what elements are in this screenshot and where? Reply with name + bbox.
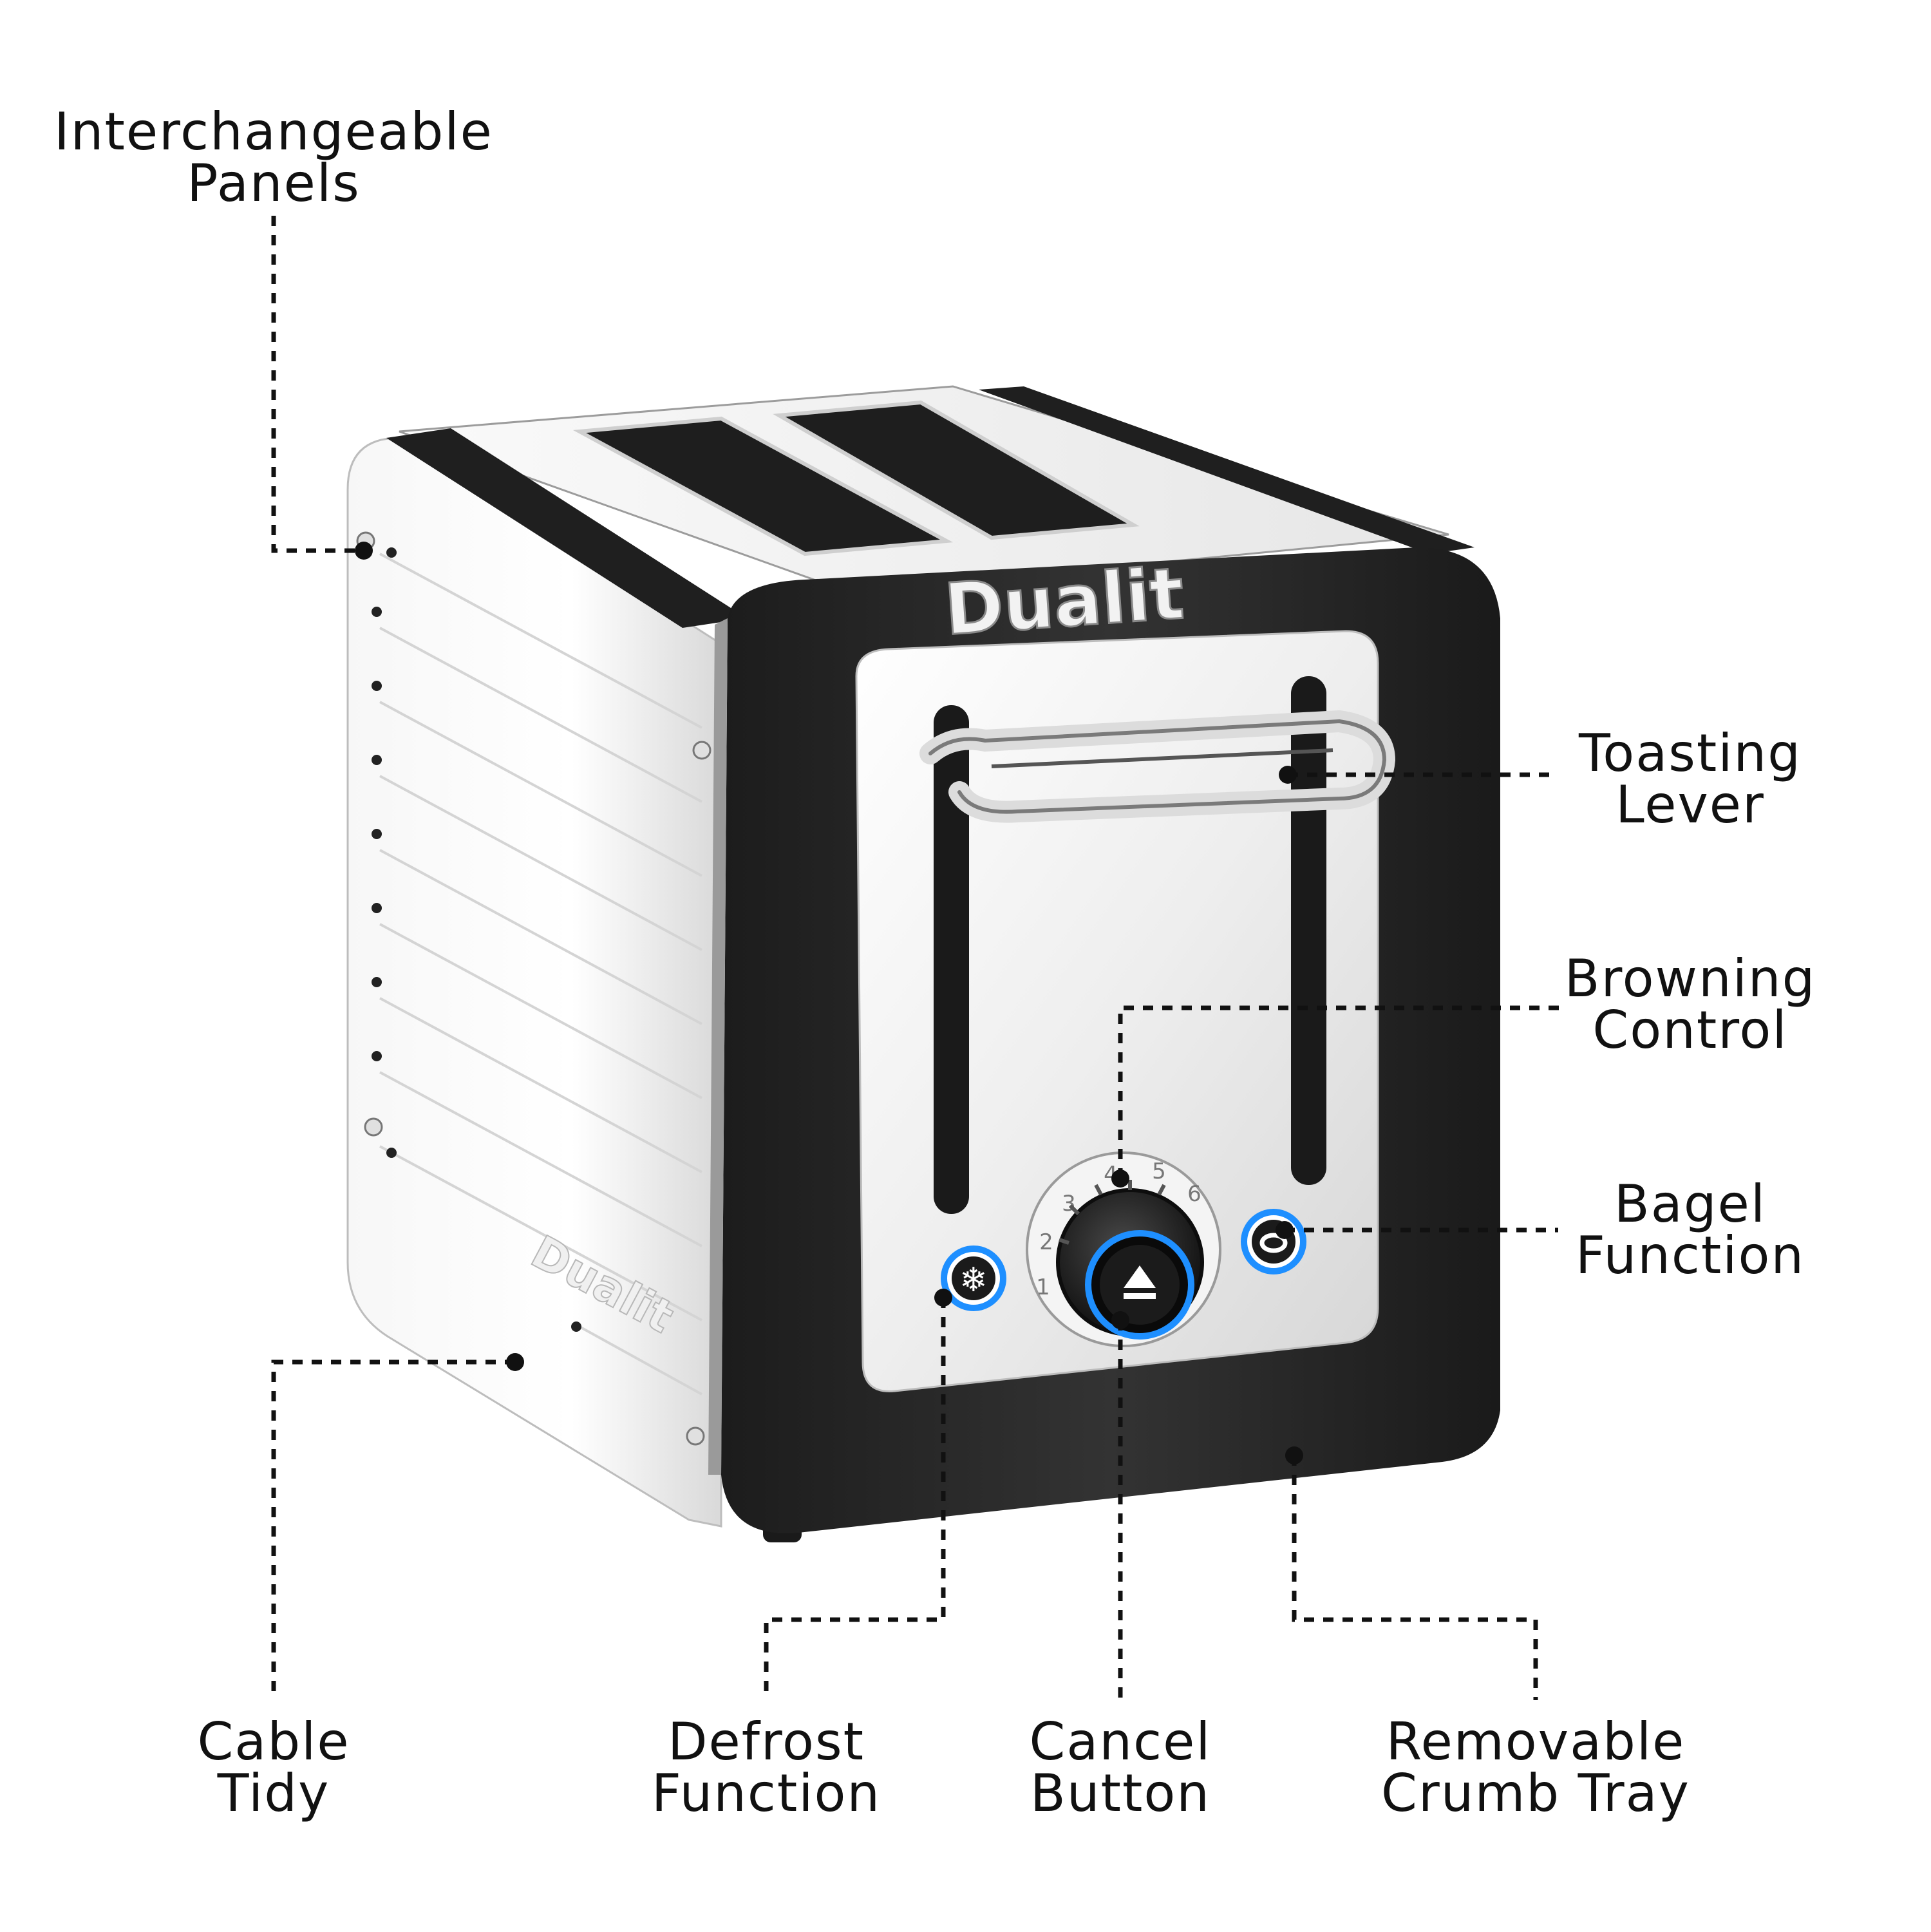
- callout-removable-crumb-tray: Removable Crumb Tray: [1381, 1716, 1690, 1819]
- lever-slot: [934, 705, 969, 1214]
- toasting-lever[interactable]: [919, 710, 1396, 823]
- side-panel: [346, 437, 722, 1528]
- callout-line: Cancel: [1029, 1712, 1212, 1772]
- dial-number: 6: [1187, 1181, 1201, 1207]
- leader-cable: [271, 1359, 515, 1700]
- callout-line: Panels: [187, 153, 361, 213]
- front-logo: Dualit: [942, 552, 1187, 651]
- dial-number: 5: [1152, 1159, 1166, 1184]
- side-ribs: [379, 553, 702, 1396]
- rib-holes: [372, 547, 581, 1332]
- bread-slot: [773, 400, 1140, 540]
- bagel-button[interactable]: [1241, 1209, 1306, 1274]
- front-plate: [855, 630, 1379, 1392]
- callout-browning-control: Browning Control: [1565, 953, 1816, 1056]
- top-band-right: [979, 386, 1474, 554]
- defrost-button[interactable]: ❄: [941, 1245, 1006, 1311]
- leader-defrost: [764, 1298, 946, 1700]
- top-band-left: [386, 428, 747, 628]
- callout-line: Function: [651, 1763, 881, 1823]
- callout-line: Button: [1030, 1763, 1210, 1823]
- callout-line: Removable: [1386, 1712, 1686, 1772]
- dial-number: 3: [1062, 1191, 1076, 1217]
- callout-line: Control: [1592, 1000, 1788, 1060]
- leader-browning: [1118, 1005, 1561, 1179]
- callout-line: Lever: [1615, 775, 1765, 835]
- callout-line: Bagel: [1614, 1174, 1767, 1234]
- frame-edge: [708, 618, 728, 1475]
- callout-line: Cable: [197, 1712, 350, 1772]
- bagel-icon: [1259, 1233, 1288, 1253]
- callout-dots: [355, 542, 1303, 1464]
- toaster: Dualit Dualit ❄: [346, 385, 1500, 1542]
- eject-icon: [1124, 1265, 1156, 1299]
- callout-line: Interchangeable: [54, 102, 493, 162]
- callout-bagel-function: Bagel Function: [1576, 1179, 1805, 1282]
- callout-line: Browning: [1564, 949, 1816, 1009]
- callout-line: Function: [1575, 1226, 1805, 1285]
- dial-number: 1: [1036, 1274, 1050, 1300]
- dial-number: 2: [1039, 1229, 1053, 1255]
- callout-line: Crumb Tray: [1381, 1763, 1690, 1823]
- leader-panels: [271, 216, 364, 553]
- callout-cable-tidy: Cable Tidy: [197, 1716, 350, 1819]
- bread-slot: [572, 416, 954, 556]
- callout-defrost-function: Defrost Function: [652, 1716, 881, 1819]
- callout-toasting-lever: Toasting Lever: [1579, 728, 1802, 831]
- snowflake-icon: ❄: [959, 1261, 988, 1300]
- callout-interchangeable-panels: Interchangeable Panels: [54, 106, 493, 209]
- leader-crumb: [1292, 1455, 1538, 1700]
- callout-line: Tidy: [217, 1763, 330, 1823]
- cancel-button[interactable]: [1085, 1230, 1194, 1340]
- callout-line: Toasting: [1579, 723, 1802, 783]
- callout-cancel-button: Cancel Button: [1029, 1716, 1211, 1819]
- callout-leaders: [271, 216, 1561, 1700]
- callout-line: Defrost: [667, 1712, 865, 1772]
- panel-screws: [356, 531, 711, 1446]
